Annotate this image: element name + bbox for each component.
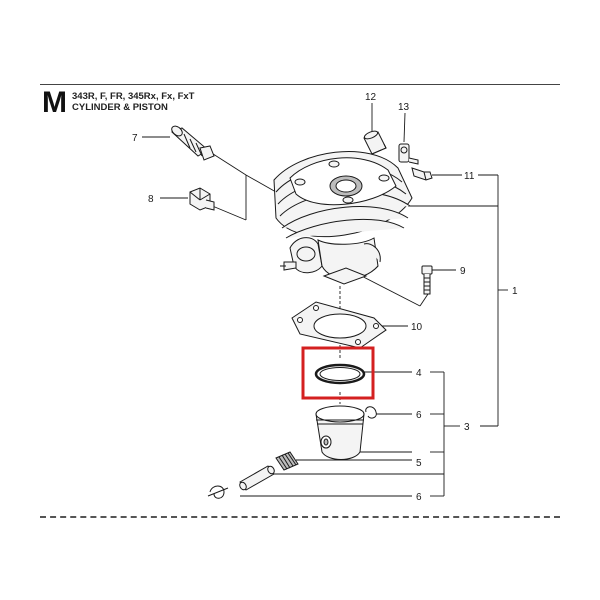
callout-10: 10: [411, 322, 423, 333]
highlight-box-part-4: [301, 346, 375, 400]
callout-12: 12: [365, 92, 377, 103]
callout-5: 5: [416, 458, 422, 469]
callout-7: 7: [132, 133, 138, 144]
part-9-bolt: [421, 265, 433, 295]
part-1-cylinder: [273, 151, 413, 285]
part-13-valve: [398, 143, 419, 165]
section-letter: M: [42, 86, 67, 119]
callout-6-upper: 6: [416, 410, 422, 421]
callout-1: 1: [512, 286, 518, 297]
callout-8: 8: [148, 194, 154, 205]
callout-4: 4: [416, 368, 422, 379]
model-list: 343R, F, FR, 345Rx, Fx, FxT: [72, 91, 195, 102]
leader-lines: [142, 103, 508, 497]
part-8-nut-fitting: [189, 187, 215, 211]
footer-dashed-rule: [40, 516, 560, 518]
part-3-piston: [315, 405, 365, 460]
callout-13: 13: [398, 102, 410, 113]
part-4-piston-ring: [314, 363, 366, 385]
part-5-piston-pin: [239, 465, 275, 491]
part-12-sleeve: [363, 130, 387, 155]
part-5-needle-bearing: [275, 451, 299, 471]
part-10-gasket: [291, 301, 387, 349]
callout-9: 9: [460, 266, 466, 277]
header-rule: [40, 84, 560, 85]
part-11-plug: [411, 167, 433, 181]
part-7-intake-fitting: [171, 125, 215, 161]
part-6-circlip-upper: [365, 406, 377, 419]
callout-3: 3: [464, 422, 470, 433]
part-6-circlip-lower: [207, 485, 229, 499]
diagram-section-title: CYLINDER & PISTON: [72, 102, 168, 113]
callout-11: 11: [464, 171, 475, 182]
header-text: 343R, F, FR, 345Rx, Fx, FxT CYLINDER & P…: [72, 91, 195, 113]
callout-6-lower: 6: [416, 492, 422, 503]
